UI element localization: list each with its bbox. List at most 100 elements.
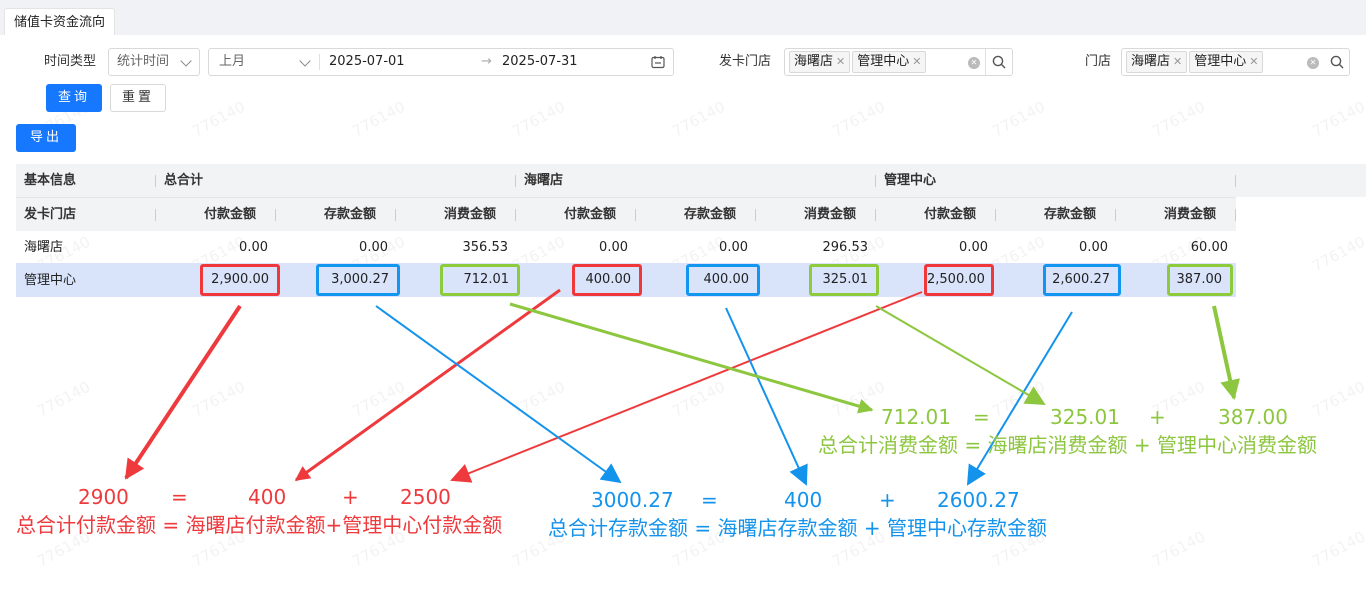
table-row-selected[interactable] [16,263,1236,297]
table-cell-highlighted: 2,500.00 [924,264,994,296]
divider [319,54,320,70]
column-separator [1115,209,1116,221]
blue-arrows [375,305,1073,486]
table-cell-highlighted: 400.00 [572,264,642,296]
pay-plus: + [342,485,359,509]
query-button[interactable]: 查询 [46,84,102,112]
time-type-value: 统计时间 [117,54,170,69]
column-header: 消费金额 [1163,207,1216,222]
pay-total: 2900 [78,485,129,509]
group-management-center: 管理中心 [884,173,937,188]
table-cell: 0.00 [1079,240,1108,255]
group-basic-info: 基本信息 [24,173,77,188]
consume-eq: = [973,405,990,429]
pay-formula: 总合计付款金额 = 海曙店付款金额+管理中心付款金额 [16,513,503,537]
column-header: 存款金额 [683,207,736,222]
close-icon[interactable]: ✕ [1173,55,1183,68]
table-cell: 296.53 [822,240,869,255]
export-button[interactable]: 导出 [16,124,76,152]
issue-store-tags: 海曙店✕管理中心✕ [789,51,928,73]
column-header: 消费金额 [443,207,496,222]
table-cell-highlighted: 387.00 [1167,264,1233,296]
search-icon[interactable] [992,55,1006,69]
tab-stored-value-card-flow[interactable]: 储值卡资金流向 [4,8,116,36]
row-store-name: 管理中心 [24,273,77,288]
clear-icon[interactable]: ✕ [1307,57,1319,69]
close-icon[interactable]: ✕ [1249,55,1259,68]
pay-a: 400 [248,485,287,509]
date-start[interactable]: 2025-07-01 [329,54,405,69]
column-header: 付款金额 [563,207,616,222]
deposit-b: 2600.27 [937,488,1020,512]
table-cell-highlighted: 712.01 [440,264,520,296]
date-range-picker[interactable]: 上月 2025-07-01 → 2025-07-31 [208,48,674,76]
main-panel [0,35,1366,590]
table-cell: 356.53 [462,240,509,255]
divider [985,49,986,75]
date-arrow-icon: → [481,54,492,69]
table-cell-highlighted: 3,000.27 [316,264,400,296]
store-tag[interactable]: 海曙店✕ [1126,51,1188,73]
reset-button[interactable]: 重置 [110,84,166,112]
column-separator [395,209,396,221]
column-header: 付款金额 [203,207,256,222]
column-separator [875,209,876,221]
table-cell: 0.00 [959,240,988,255]
deposit-a: 400 [784,488,823,512]
date-end[interactable]: 2025-07-31 [502,54,578,69]
store-tag[interactable]: 管理中心✕ [1189,51,1264,73]
row-store-name: 海曙店 [24,240,64,255]
search-icon[interactable] [1330,55,1344,69]
table-group-header [16,164,1366,197]
column-separator [515,175,516,187]
calendar-icon[interactable] [651,55,665,69]
table-cell: 0.00 [359,240,388,255]
close-icon[interactable]: ✕ [912,55,922,68]
group-total: 总合计 [164,173,204,188]
column-separator [635,209,636,221]
column-header: 付款金额 [923,207,976,222]
column-separator [1235,175,1236,187]
column-separator [755,209,756,221]
table-cell-highlighted: 2,600.27 [1043,264,1121,296]
column-separator [1235,209,1236,221]
store-tag[interactable]: 海曙店✕ [789,51,851,73]
pay-b: 2500 [400,485,451,509]
col-issue-store: 发卡门店 [24,207,77,222]
deposit-plus: + [879,488,896,512]
deposit-formula: 总合计存款金额 = 海曙店存款金额 + 管理中心存款金额 [548,516,1047,540]
issue-store-select[interactable]: 海曙店✕管理中心✕ ✕ [784,48,1013,76]
table-cell-highlighted: 2,900.00 [200,264,280,296]
column-header: 存款金额 [1043,207,1096,222]
column-header: 消费金额 [803,207,856,222]
store-tag[interactable]: 管理中心✕ [852,51,927,73]
store-tags: 海曙店✕管理中心✕ [1126,51,1265,73]
table-cell-highlighted: 400.00 [686,264,760,296]
consume-total: 712.01 [881,405,951,429]
group-haishu: 海曙店 [524,173,564,188]
column-separator [995,209,996,221]
column-separator [155,209,156,221]
divider [16,197,1236,198]
table-cell: 0.00 [599,240,628,255]
column-separator [155,175,156,187]
clear-icon[interactable]: ✕ [968,57,980,69]
column-separator [275,209,276,221]
consume-formula: 总合计消费金额 = 海曙店消费金额 + 管理中心消费金额 [818,433,1317,457]
column-separator [875,175,876,187]
close-icon[interactable]: ✕ [836,55,846,68]
time-type-label: 时间类型 [44,54,97,69]
pay-eq: = [171,485,188,509]
store-select[interactable]: 海曙店✕管理中心✕ ✕ [1121,48,1350,76]
table-cell-highlighted: 325.01 [809,264,879,296]
deposit-total: 3000.27 [591,488,674,512]
period-select-value[interactable]: 上月 [219,54,246,69]
column-separator [515,209,516,221]
time-type-select[interactable]: 统计时间 [108,48,200,76]
table-column-header [16,198,1236,231]
deposit-eq: = [701,488,718,512]
table-cell: 0.00 [239,240,268,255]
red-arrows [124,288,923,483]
consume-b: 387.00 [1218,405,1288,429]
